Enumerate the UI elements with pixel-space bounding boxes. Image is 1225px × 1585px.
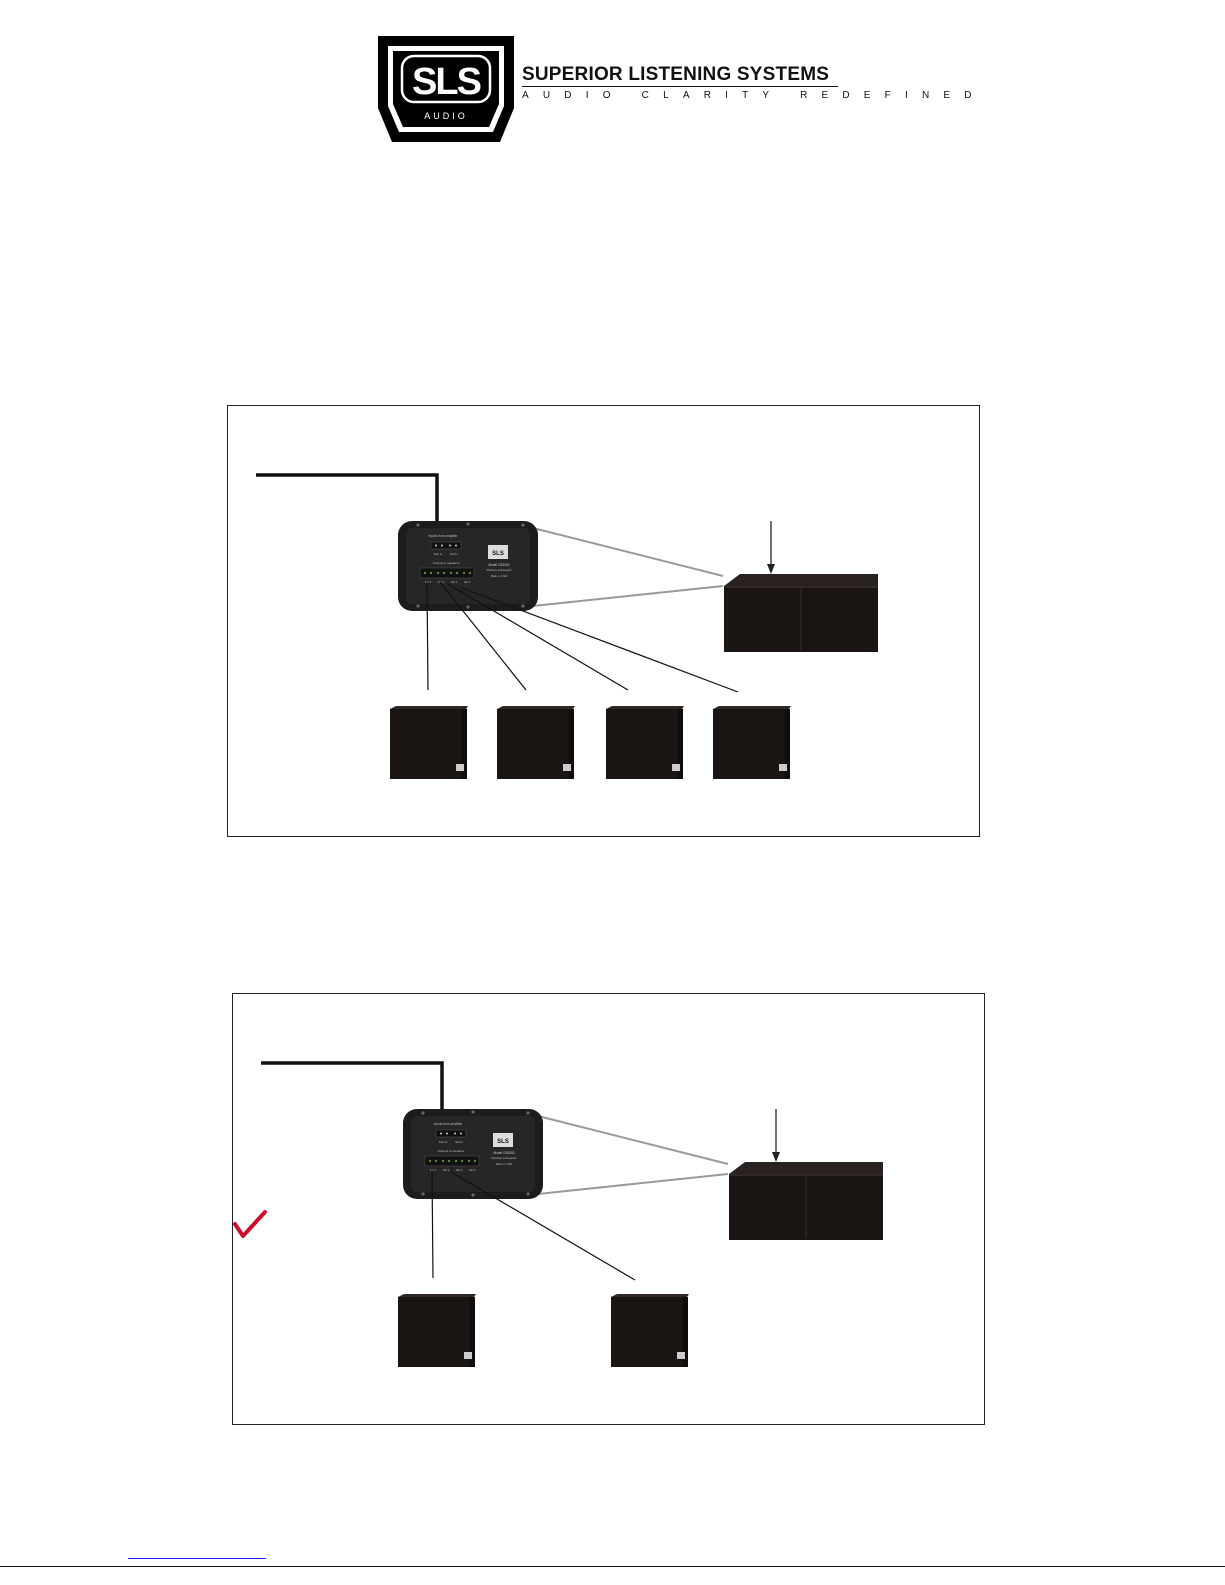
- panel-label-sub-in: Sub In: [439, 1140, 448, 1144]
- wiring-diagram-two-satellites: Inputs from amplifier Sub In Sat In Outp…: [232, 993, 985, 1425]
- panel-label-sat-in: Sat In: [455, 1140, 463, 1144]
- panel-label-made: Made in USA: [496, 1162, 513, 1166]
- panel-logo: SLS: [497, 1139, 509, 1145]
- zoom-line-bottom: [537, 1173, 729, 1195]
- speaker-terminal-panel: Inputs from amplifier Sub In Sat In Outp…: [398, 521, 538, 611]
- zoom-line-bottom: [532, 585, 724, 607]
- passive-subwoofer: [724, 574, 878, 652]
- logo-text: SLS: [412, 61, 481, 103]
- amplifier-input-cable: [261, 1061, 444, 1114]
- wire-satellite-2: [439, 581, 527, 691]
- wire-satellite-2: [450, 1171, 636, 1281]
- panel-label-sat-3: Sat 3: [456, 1168, 463, 1172]
- panel-label-model: Model CB2000: [493, 1151, 514, 1155]
- sls-logo: SLS AUDIO: [378, 36, 514, 142]
- panel-label-sat-4: Sat 4: [464, 580, 471, 584]
- panel-label-sub-in: Sub In: [434, 552, 443, 556]
- footer-link-underline[interactable]: [128, 1558, 266, 1559]
- speaker-terminal-panel: Inputs from amplifier Sub In Sat In Outp…: [403, 1109, 543, 1199]
- panel-label-sat-in: Sat In: [450, 552, 458, 556]
- panel-label-sat-1: Sat 1: [425, 580, 432, 584]
- panel-label-sat-1: Sat 1: [430, 1168, 437, 1172]
- amplifier-input-cable: [256, 473, 439, 526]
- panel-label-model: Model CB2000: [488, 563, 509, 567]
- footer-divider: [0, 1566, 1225, 1567]
- panel-label-sat-4: Sat 4: [469, 1168, 476, 1172]
- panel-label-passive: Passive subwoofer: [486, 568, 511, 572]
- panel-label-made: Made in USA: [491, 574, 508, 578]
- brand-name: SUPERIOR LISTENING SYSTEMS: [522, 64, 830, 85]
- wiring-diagram-four-satellites: Inputs from amplifier Sub In Sat In Outp…: [227, 405, 980, 837]
- satellite-speaker-1: [398, 1294, 476, 1367]
- panel-label-outputs: Outputs to speakers: [433, 561, 460, 565]
- wire-satellite-3: [447, 583, 629, 691]
- satellite-speaker-4: [713, 706, 791, 779]
- passive-subwoofer: [729, 1162, 883, 1240]
- zoom-line-top: [532, 527, 724, 577]
- panel-logo: SLS: [492, 551, 504, 557]
- wire-satellite-4: [461, 587, 739, 693]
- panel-label-inputs: Inputs from amplifier: [429, 534, 459, 538]
- panel-label-sat-2: Sat 2: [443, 1168, 450, 1172]
- wire-satellite-1: [426, 581, 429, 691]
- logo-subtext: AUDIO: [424, 111, 468, 121]
- satellite-speaker-2: [497, 706, 575, 779]
- panel-label-inputs: Inputs from amplifier: [434, 1122, 464, 1126]
- zoom-line-top: [537, 1115, 729, 1165]
- brand-divider: [522, 86, 838, 87]
- satellite-speaker-1: [390, 706, 468, 779]
- satellite-speaker-2: [611, 1294, 689, 1367]
- panel-label-sat-2: Sat 2: [438, 580, 445, 584]
- satellite-speaker-3: [606, 706, 684, 779]
- red-check-icon: [233, 1210, 267, 1238]
- brand-tagline: AUDIO CLARITY REDEFINED: [522, 90, 986, 101]
- wire-satellite-1: [431, 1169, 434, 1279]
- panel-label-passive: Passive subwoofer: [491, 1156, 516, 1160]
- panel-label-outputs: Outputs to speakers: [438, 1149, 465, 1153]
- panel-label-sat-3: Sat 3: [451, 580, 458, 584]
